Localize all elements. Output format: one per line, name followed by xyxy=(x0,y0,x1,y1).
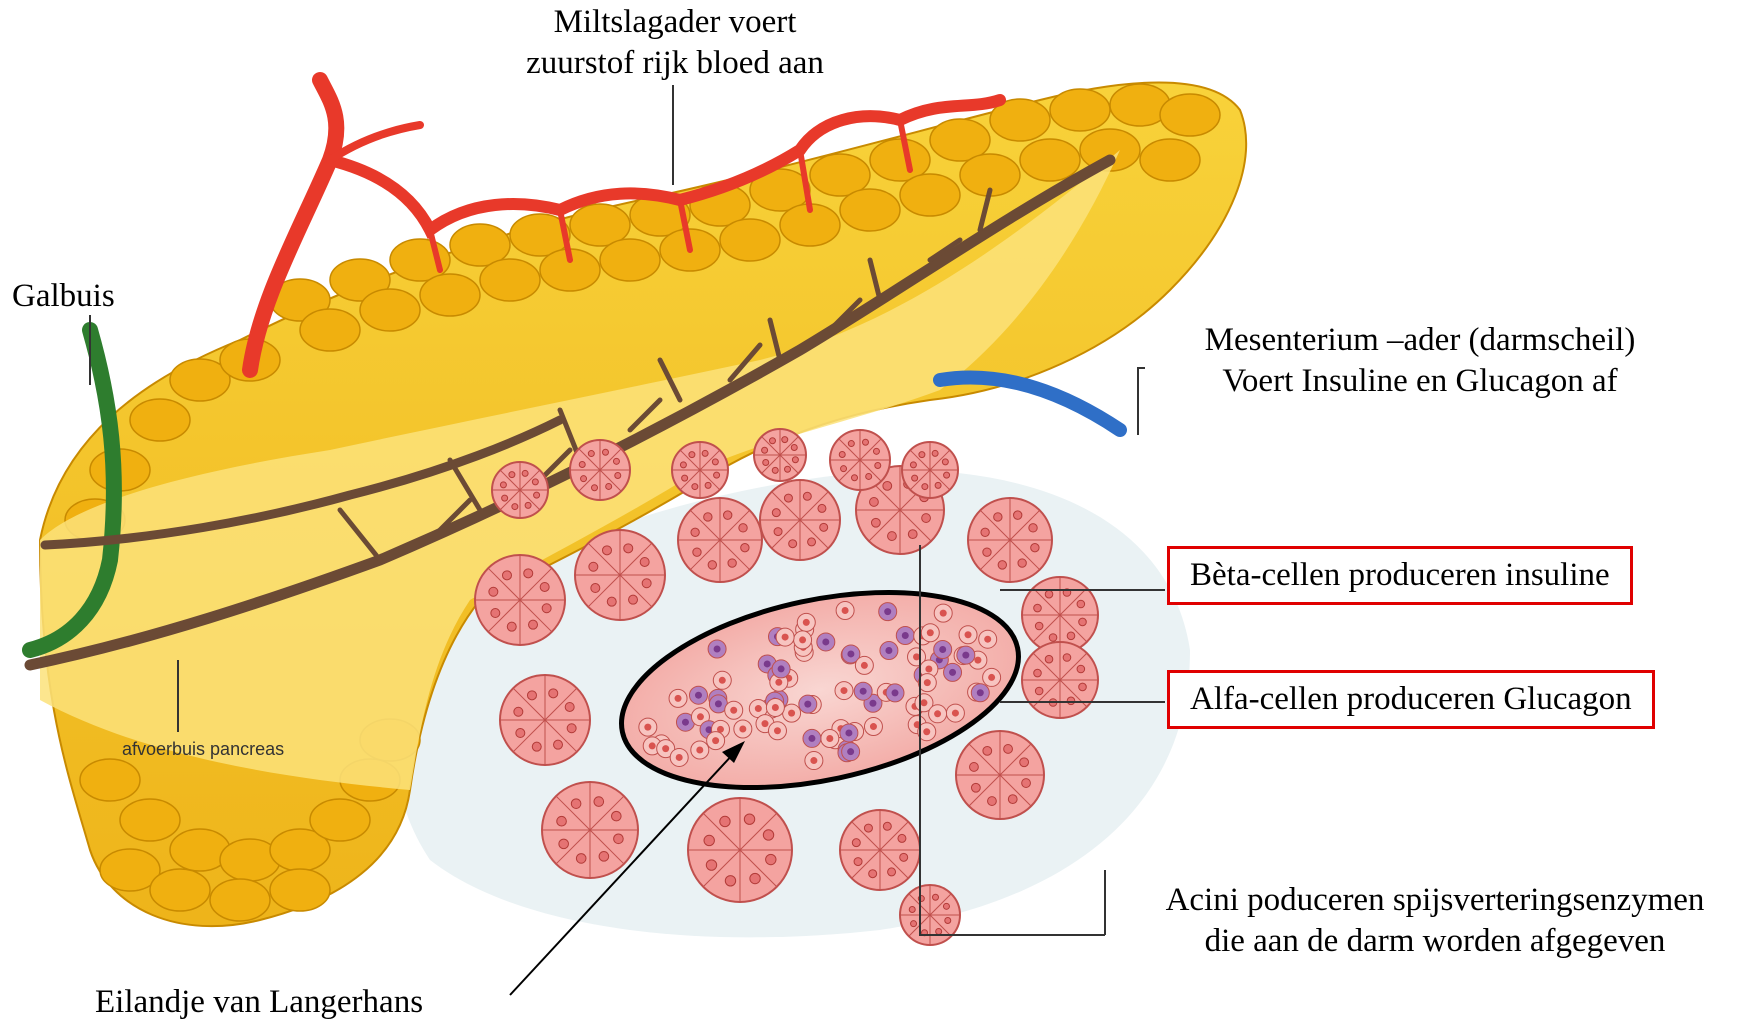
acini-label-line1: Acini poduceren spijsverteringsenzymen xyxy=(1120,880,1750,921)
beta-cell xyxy=(821,729,839,747)
lobule xyxy=(120,799,180,841)
lobule xyxy=(1020,139,1080,181)
alpha-cell xyxy=(799,695,817,713)
beta-cell xyxy=(959,626,977,644)
alpha-cell xyxy=(971,684,989,702)
acini-label-line2: die aan de darm worden afgegeven xyxy=(1120,921,1750,962)
acinus xyxy=(570,440,630,500)
lobule xyxy=(270,869,330,911)
islet-label: Eilandje van Langerhans xyxy=(95,982,423,1023)
beta-cell xyxy=(805,752,823,770)
beta-cell xyxy=(946,704,964,722)
acinus xyxy=(840,810,920,890)
splenic-artery-label-line1: Miltslagader voert xyxy=(470,2,880,43)
acinus xyxy=(475,555,565,645)
alpha-cell xyxy=(879,603,897,621)
alpha-cell xyxy=(854,682,872,700)
acinus xyxy=(575,530,665,620)
lobule xyxy=(480,259,540,301)
beta-cell xyxy=(979,630,997,648)
beta-cell xyxy=(794,631,812,649)
beta-cell xyxy=(835,682,853,700)
splenic-artery-label: Miltslagader voert zuurstof rijk bloed a… xyxy=(470,2,880,85)
beta-cell xyxy=(836,601,854,619)
beta-cell xyxy=(929,705,947,723)
lobule xyxy=(310,799,370,841)
beta-cell xyxy=(983,668,1001,686)
alpha-cell xyxy=(944,663,962,681)
alpha-cells-label: Alfa-cellen produceren Glucagon xyxy=(1167,670,1655,729)
lobule xyxy=(1140,139,1200,181)
alpha-cell xyxy=(886,684,904,702)
beta-cells-label: Bèta-cellen produceren insuline xyxy=(1167,546,1633,605)
alpha-cell xyxy=(934,641,952,659)
lobule xyxy=(210,879,270,921)
alpha-cell xyxy=(842,743,860,761)
alpha-cell xyxy=(772,660,790,678)
alpha-cell xyxy=(840,724,858,742)
lobule xyxy=(420,274,480,316)
acinus xyxy=(830,430,890,490)
beta-cell xyxy=(783,704,801,722)
alpha-cell xyxy=(896,626,914,644)
lobule xyxy=(900,174,960,216)
acinus xyxy=(678,498,762,582)
acinus xyxy=(672,442,728,498)
beta-cell xyxy=(707,732,725,750)
lobule xyxy=(80,759,140,801)
beta-cell xyxy=(766,699,784,717)
beta-cell xyxy=(639,718,657,736)
acinus xyxy=(902,442,958,498)
beta-cell xyxy=(691,741,709,759)
acinus xyxy=(760,480,840,560)
beta-cell xyxy=(797,613,815,631)
beta-cell xyxy=(670,748,688,766)
acini-label: Acini poduceren spijsverteringsenzymen d… xyxy=(1120,880,1750,963)
mesenteric-vein-label-line1: Mesenterium –ader (darmscheil) xyxy=(1160,320,1680,361)
lobule xyxy=(1050,89,1110,131)
beta-cell xyxy=(776,628,794,646)
beta-cell xyxy=(864,718,882,736)
mesenteric-vein-label-line2: Voert Insuline en Glucagon af xyxy=(1160,361,1680,402)
lobule xyxy=(1160,94,1220,136)
alpha-cell xyxy=(708,640,726,658)
lobule xyxy=(130,399,190,441)
alpha-cell xyxy=(880,641,898,659)
beta-cell xyxy=(934,604,952,622)
alpha-cell xyxy=(803,729,821,747)
beta-cell xyxy=(921,624,939,642)
acinus xyxy=(500,675,590,765)
alpha-cell xyxy=(817,633,835,651)
alpha-cell xyxy=(689,686,707,704)
lobule xyxy=(300,309,360,351)
lobule xyxy=(840,189,900,231)
acinus xyxy=(542,782,638,878)
beta-cell xyxy=(669,689,687,707)
acinus xyxy=(956,731,1044,819)
bile-duct-label: Galbuis xyxy=(12,276,115,317)
beta-cell xyxy=(734,720,752,738)
lobule xyxy=(720,219,780,261)
lobule xyxy=(600,239,660,281)
beta-cell xyxy=(768,722,786,740)
beta-cell xyxy=(918,674,936,692)
splenic-artery-label-line2: zuurstof rijk bloed aan xyxy=(470,43,880,84)
alpha-cell xyxy=(957,646,975,664)
acinus xyxy=(492,462,548,518)
beta-cell xyxy=(713,671,731,689)
beta-cell xyxy=(855,656,873,674)
lobule xyxy=(360,289,420,331)
mesenteric-vein-label: Mesenterium –ader (darmscheil) Voert Ins… xyxy=(1160,320,1680,403)
lobule xyxy=(150,869,210,911)
acinus xyxy=(688,798,792,902)
beta-cell xyxy=(725,701,743,719)
acinus xyxy=(754,429,806,481)
pancreatic-duct-label: afvoerbuis pancreas xyxy=(122,738,284,761)
acinus xyxy=(968,498,1052,582)
acinus xyxy=(1022,642,1098,718)
